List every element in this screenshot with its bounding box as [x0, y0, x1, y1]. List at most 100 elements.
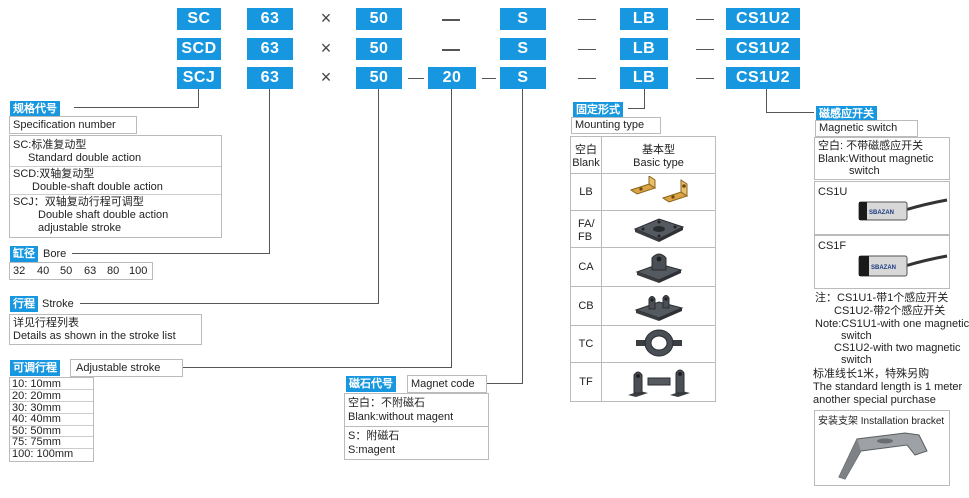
stroke-label: Stroke: [42, 298, 74, 310]
mounting-image-cell: [601, 247, 716, 287]
mounting-tag: 固定形式: [573, 102, 623, 118]
code-stroke: 50: [356, 8, 402, 30]
mounting-blank-cn: 空白: [575, 144, 597, 156]
adjustable-item: 75: 75mm: [12, 436, 61, 448]
lb-bracket-icon: [629, 176, 688, 203]
switch-note: CS1U2-with two magnetic: [834, 342, 961, 354]
code-switch: CS1U2: [726, 38, 800, 60]
code-switch: CS1U2: [726, 8, 800, 30]
mounting-code: TF: [579, 376, 593, 388]
code-magnet: S: [500, 8, 546, 30]
adjustable-item: 20: 20mm: [12, 390, 61, 402]
leader-line: [378, 89, 379, 303]
magnet-line: S:magent: [348, 444, 396, 456]
code-series: SC: [177, 8, 221, 30]
dash-separator: [482, 78, 496, 79]
times-sign: ×: [320, 38, 332, 58]
mounting-image-cell: [601, 210, 716, 248]
code-series: SCJ: [177, 67, 221, 89]
mounting-code: CB: [578, 300, 594, 312]
code-mounting: LB: [620, 38, 668, 60]
leader-line: [486, 383, 523, 384]
leader-line: [766, 112, 814, 113]
code-mounting: LB: [620, 67, 668, 89]
bracket-label: 安装支架 Installation bracket: [818, 416, 945, 427]
code-adjustable: 20: [428, 67, 476, 89]
mounting-basic-en: Basic type: [633, 157, 684, 169]
cs1f-label: CS1F: [818, 240, 847, 252]
code-stroke: 50: [356, 67, 402, 89]
leader-line: [74, 107, 199, 108]
switch-standard: another special purchase: [813, 394, 936, 406]
mounting-blank-en: Blank: [572, 157, 600, 169]
times-sign: ×: [320, 67, 332, 87]
switch-standard: The standard length is 1 meter: [813, 381, 963, 393]
adjustable-label: Adjustable stroke: [76, 362, 161, 374]
switch-note: 注：CS1U1-带1个感应开关: [815, 292, 949, 304]
leader-line: [269, 89, 270, 253]
switch-blank-en: Blank:Without magnetic: [818, 153, 934, 165]
switch-label: Magnetic switch: [819, 122, 898, 134]
adjustable-item: 100: 100mm: [12, 448, 74, 460]
leader-line: [198, 89, 199, 108]
leader-line: [522, 89, 523, 383]
double-clevis-icon: [633, 295, 684, 321]
flange-plate-icon: [633, 218, 684, 242]
switch-tag: 磁感应开关: [816, 106, 877, 122]
leader-line: [80, 303, 379, 304]
mounting-image-cell: [601, 286, 716, 326]
spec-label-box: Specification number: [9, 116, 137, 134]
spec-label: Specification number: [13, 119, 116, 131]
bore-value: 100: [129, 265, 148, 277]
bore-value: 63: [84, 265, 97, 277]
cs1f-sensor-icon: SBAZAN: [858, 254, 948, 277]
code-magnet: S: [500, 67, 546, 89]
trunnion-support-icon: [627, 369, 690, 397]
code-bore: 63: [247, 67, 293, 89]
magnet-label: Magnet code: [411, 378, 475, 390]
leader-line: [766, 89, 767, 112]
spec-item-desc: adjustable stroke: [38, 222, 122, 234]
bore-values-box: 32 40 50 63 80 100: [9, 262, 153, 280]
adjustable-item: 50: 50mm: [12, 425, 61, 437]
mounting-code-cell: TF: [570, 362, 602, 402]
dash-separator: [442, 49, 460, 51]
trunnion-icon: [635, 329, 682, 357]
leader-line: [628, 108, 645, 109]
spec-items-box: SC:标准复动型 Standard double action SCD:双轴复动…: [9, 135, 222, 238]
code-stroke: 50: [356, 38, 402, 60]
spec-item-desc: Double shaft double action: [38, 209, 169, 221]
spec-item-code: SCJ：双轴复动行程可调型: [13, 196, 144, 208]
dash-separator: [696, 78, 714, 79]
dash-separator: [696, 19, 714, 20]
spec-item-code: SCD:双轴复动型: [13, 168, 95, 180]
bracket-box: 安装支架 Installation bracket: [814, 410, 950, 486]
sensor-brand: SBAZAN: [869, 210, 894, 216]
cs1u-box: CS1U SBAZAN: [814, 181, 950, 235]
magnet-line: Blank:without magent: [348, 411, 454, 423]
spec-item-desc: Double-shaft double action: [32, 181, 163, 193]
adjustable-item: 40: 40mm: [12, 413, 61, 425]
mounting-code: TC: [578, 338, 594, 350]
switch-blank-en: switch: [849, 165, 880, 177]
mounting-code: FB: [578, 231, 593, 243]
switch-blank-cn: 空白: 不带磁感应开关: [818, 140, 924, 152]
mounting-basic-cn: 基本型: [642, 144, 675, 156]
mounting-basic-cell: 基本型 Basic type: [601, 136, 716, 174]
stroke-tag: 行程: [10, 296, 38, 312]
code-bore: 63: [247, 8, 293, 30]
mounting-code-cell: LB: [570, 173, 602, 211]
dash-separator: [696, 49, 714, 50]
dash-separator: [442, 19, 460, 21]
leader-line: [182, 367, 452, 368]
stroke-line: 详见行程列表: [13, 317, 79, 329]
installation-bracket-icon: [838, 432, 928, 480]
switch-note: Note:CS1U1-with one magnetic: [815, 318, 969, 330]
bore-tag: 缸径: [10, 246, 38, 262]
dash-separator: [578, 49, 596, 50]
magnet-line: S：附磁石: [348, 430, 400, 442]
bore-value: 40: [37, 265, 50, 277]
switch-label-box: Magnetic switch: [815, 120, 918, 137]
code-series: SCD: [177, 38, 221, 60]
mounting-code-cell: FA/ FB: [570, 210, 602, 248]
